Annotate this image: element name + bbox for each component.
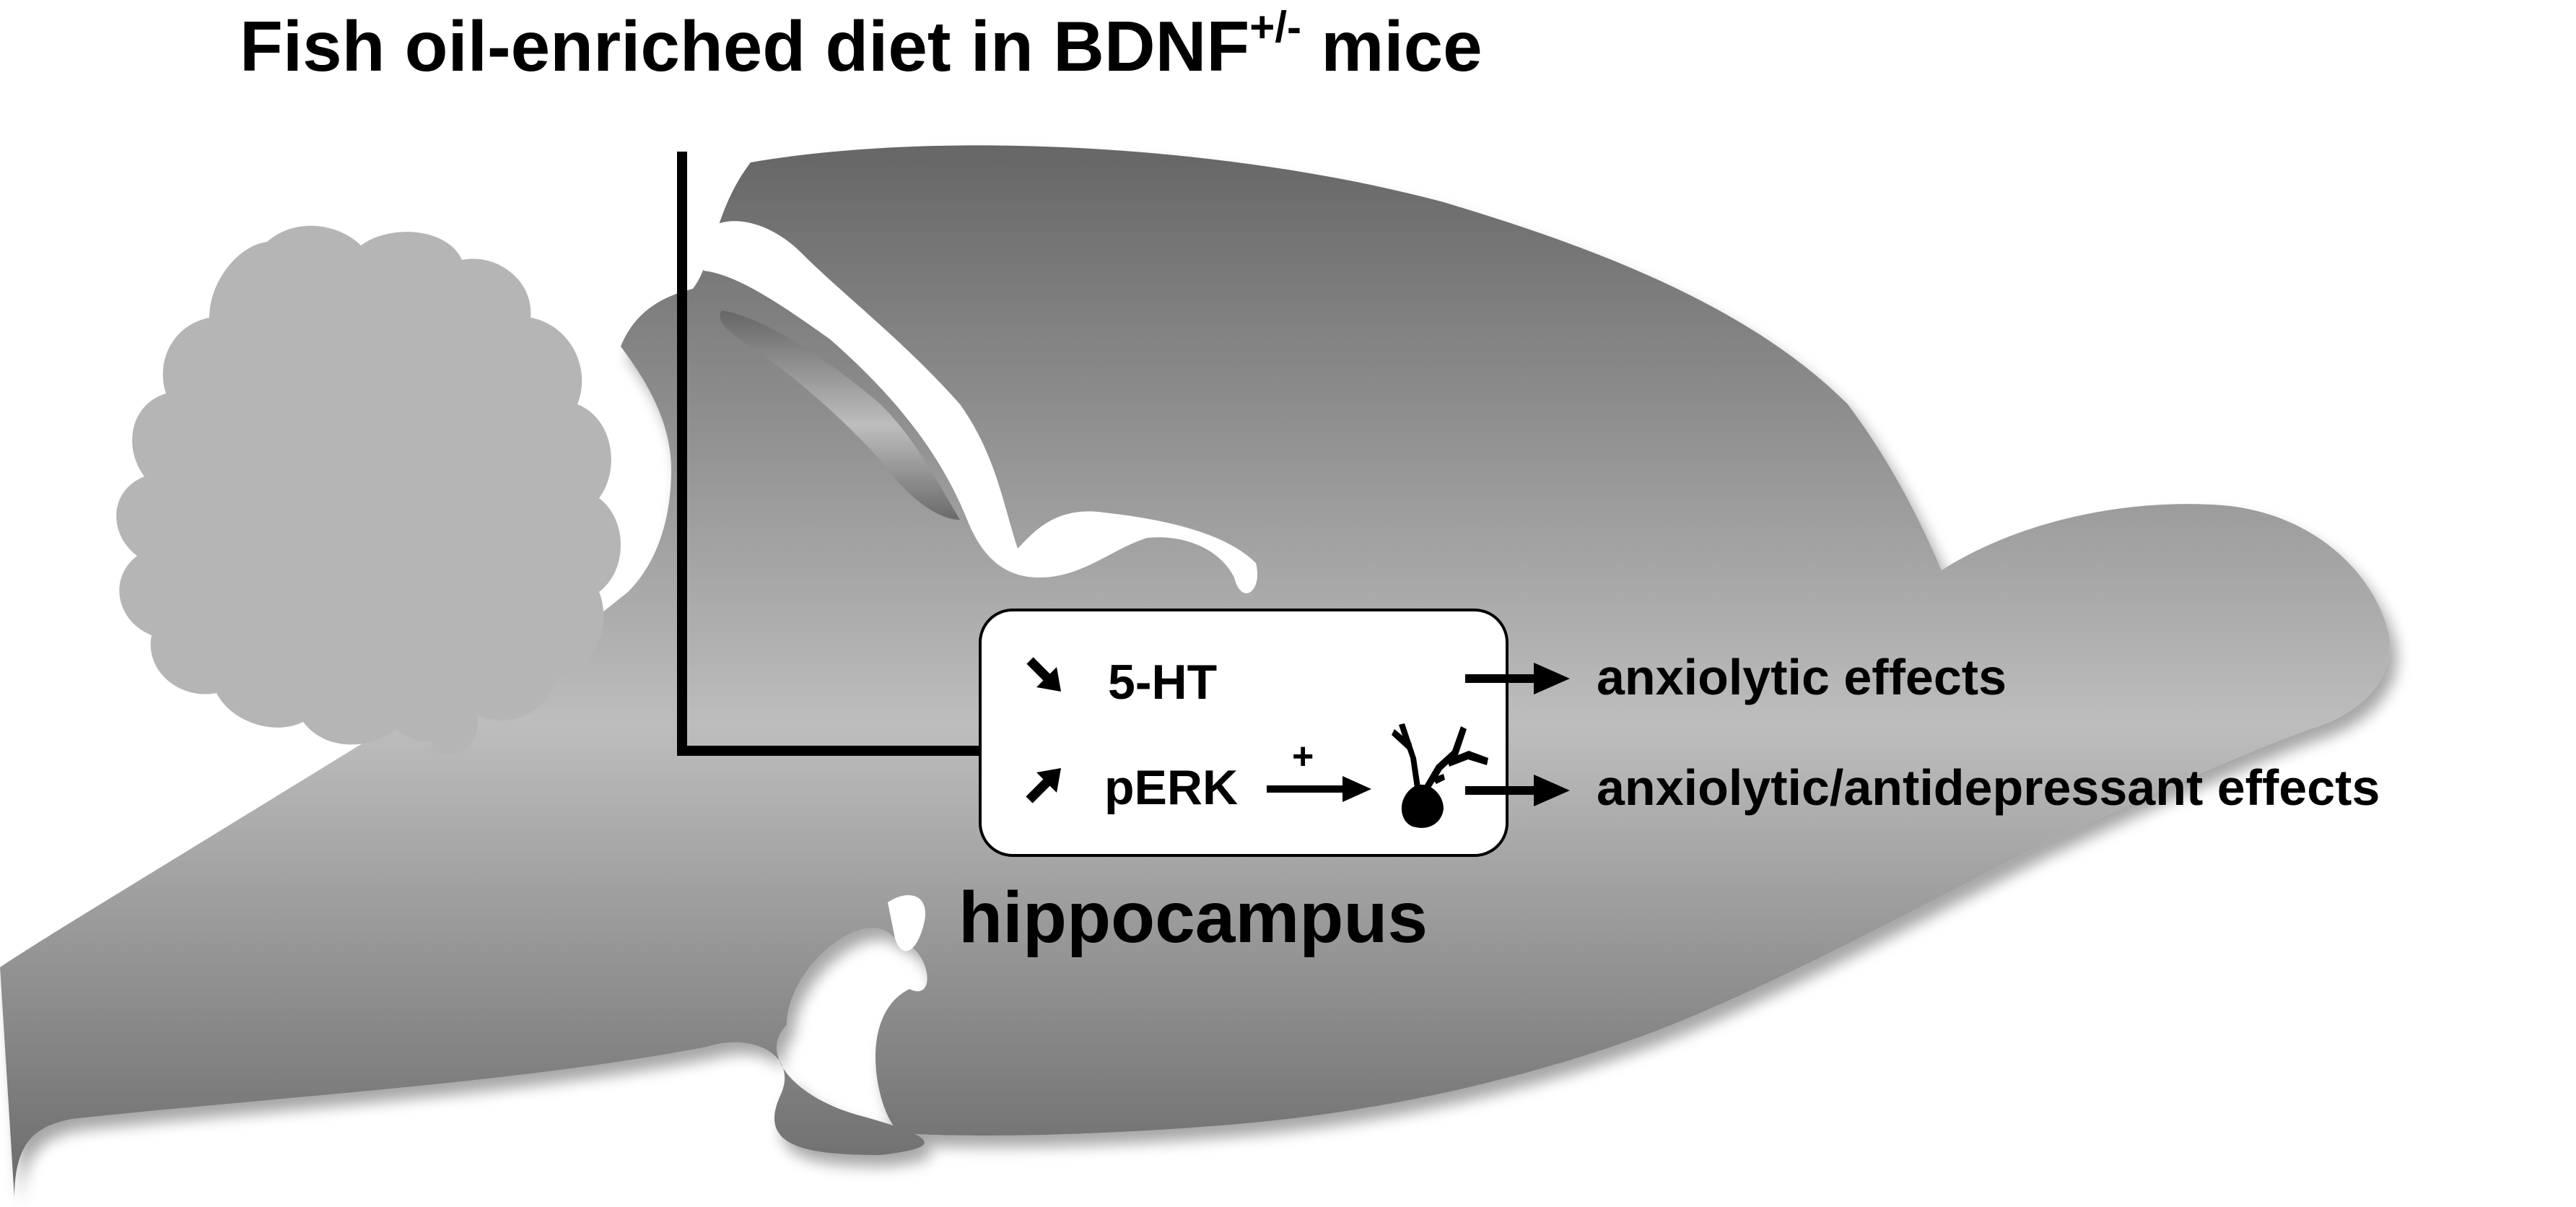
- title-suffix: mice: [1301, 6, 1483, 86]
- title-superscript: +/-: [1249, 3, 1301, 51]
- outcome-arrow-1: [1465, 663, 1570, 694]
- activation-arrow: [1267, 776, 1371, 802]
- pathway-line: [677, 152, 980, 756]
- plus-sign: +: [1292, 736, 1314, 777]
- outcome-label-2: anxiolytic/antidepressant effects: [1597, 759, 2380, 816]
- title-prefix: Fish oil-enriched diet in BDNF: [240, 6, 1249, 86]
- hippocampus-box: [979, 609, 1509, 857]
- increase-arrow-icon: [1026, 768, 1061, 803]
- ventricle-inner: [720, 310, 960, 520]
- serotonin-label: 5-HT: [1108, 655, 1217, 710]
- olfactory-stalk: [426, 696, 478, 756]
- figure-title: Fish oil-enriched diet in BDNF+/- mice: [240, 3, 1483, 86]
- brainstem-gap: [888, 895, 925, 951]
- ventricle-gap: [697, 221, 1258, 593]
- decrease-arrow-icon: [1026, 657, 1061, 692]
- hippocampus-label: hippocampus: [959, 877, 1428, 958]
- neuron-icon: [1392, 723, 1488, 828]
- perk-label: pERK: [1104, 760, 1238, 815]
- olfactory-bulb-shape: [116, 225, 621, 745]
- outcome-arrow-2: [1465, 775, 1570, 806]
- outcome-label-1: anxiolytic effects: [1597, 649, 2007, 705]
